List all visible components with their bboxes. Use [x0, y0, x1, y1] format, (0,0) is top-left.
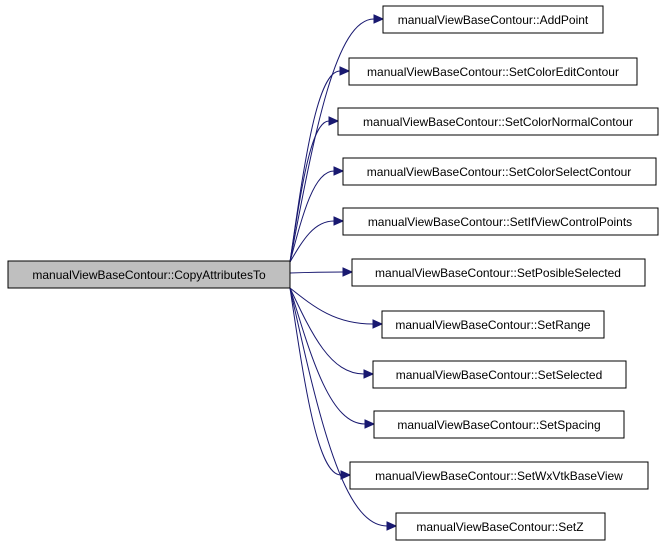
node-setcolorselectcontour[interactable]: manualViewBaseContour::SetColorSelectCon…	[342, 157, 657, 186]
node-setifviewcontrolpoints[interactable]: manualViewBaseContour::SetIfViewControlP…	[342, 207, 659, 236]
node-label: manualViewBaseContour::SetIfViewControlP…	[368, 215, 632, 229]
node-setselected[interactable]: manualViewBaseContour::SetSelected	[372, 360, 627, 389]
node-addpoint[interactable]: manualViewBaseContour::AddPoint	[382, 5, 604, 34]
call-edge-2	[289, 66, 351, 263]
node-setcolornormalcontour[interactable]: manualViewBaseContour::SetColorNormalCon…	[337, 107, 659, 136]
node-setposibleselected[interactable]: manualViewBaseContour::SetPosibleSelecte…	[351, 258, 646, 287]
call-edge-11	[289, 287, 398, 531]
node-root-label: manualViewBaseContour::CopyAttributesTo	[32, 268, 266, 282]
call-edge-10	[289, 287, 352, 480]
call-edge-6	[289, 267, 354, 277]
node-root-copyattributesto[interactable]: manualViewBaseContour::CopyAttributesTo	[7, 260, 291, 289]
node-setz[interactable]: manualViewBaseContour::SetZ	[395, 512, 606, 541]
call-edges	[289, 14, 398, 531]
node-setwxvtkbaseview[interactable]: manualViewBaseContour::SetWxVtkBaseView	[349, 461, 649, 490]
node-setrange[interactable]: manualViewBaseContour::SetRange	[381, 310, 605, 339]
call-edge-1	[289, 14, 385, 263]
call-edge-7	[289, 287, 384, 329]
node-label: manualViewBaseContour::SetWxVtkBaseView	[375, 469, 623, 483]
call-edge-9	[289, 287, 376, 429]
call-edge-5	[289, 216, 345, 263]
node-setspacing[interactable]: manualViewBaseContour::SetSpacing	[373, 410, 625, 439]
node-label: manualViewBaseContour::SetColorNormalCon…	[363, 115, 633, 129]
node-label: manualViewBaseContour::AddPoint	[398, 13, 589, 27]
call-edge-4	[289, 166, 345, 263]
node-label: manualViewBaseContour::SetRange	[395, 318, 591, 332]
node-label: manualViewBaseContour::SetZ	[416, 520, 583, 534]
node-setcoloreditcontour[interactable]: manualViewBaseContour::SetColorEditConto…	[348, 57, 638, 86]
node-label: manualViewBaseContour::SetColorEditConto…	[367, 65, 619, 79]
call-edge-3	[289, 116, 340, 263]
node-label: manualViewBaseContour::SetSelected	[396, 368, 603, 382]
call-edge-8	[289, 287, 375, 379]
node-label: manualViewBaseContour::SetSpacing	[397, 418, 600, 432]
node-label: manualViewBaseContour::SetColorSelectCon…	[367, 165, 632, 179]
node-label: manualViewBaseContour::SetPosibleSelecte…	[375, 266, 621, 280]
